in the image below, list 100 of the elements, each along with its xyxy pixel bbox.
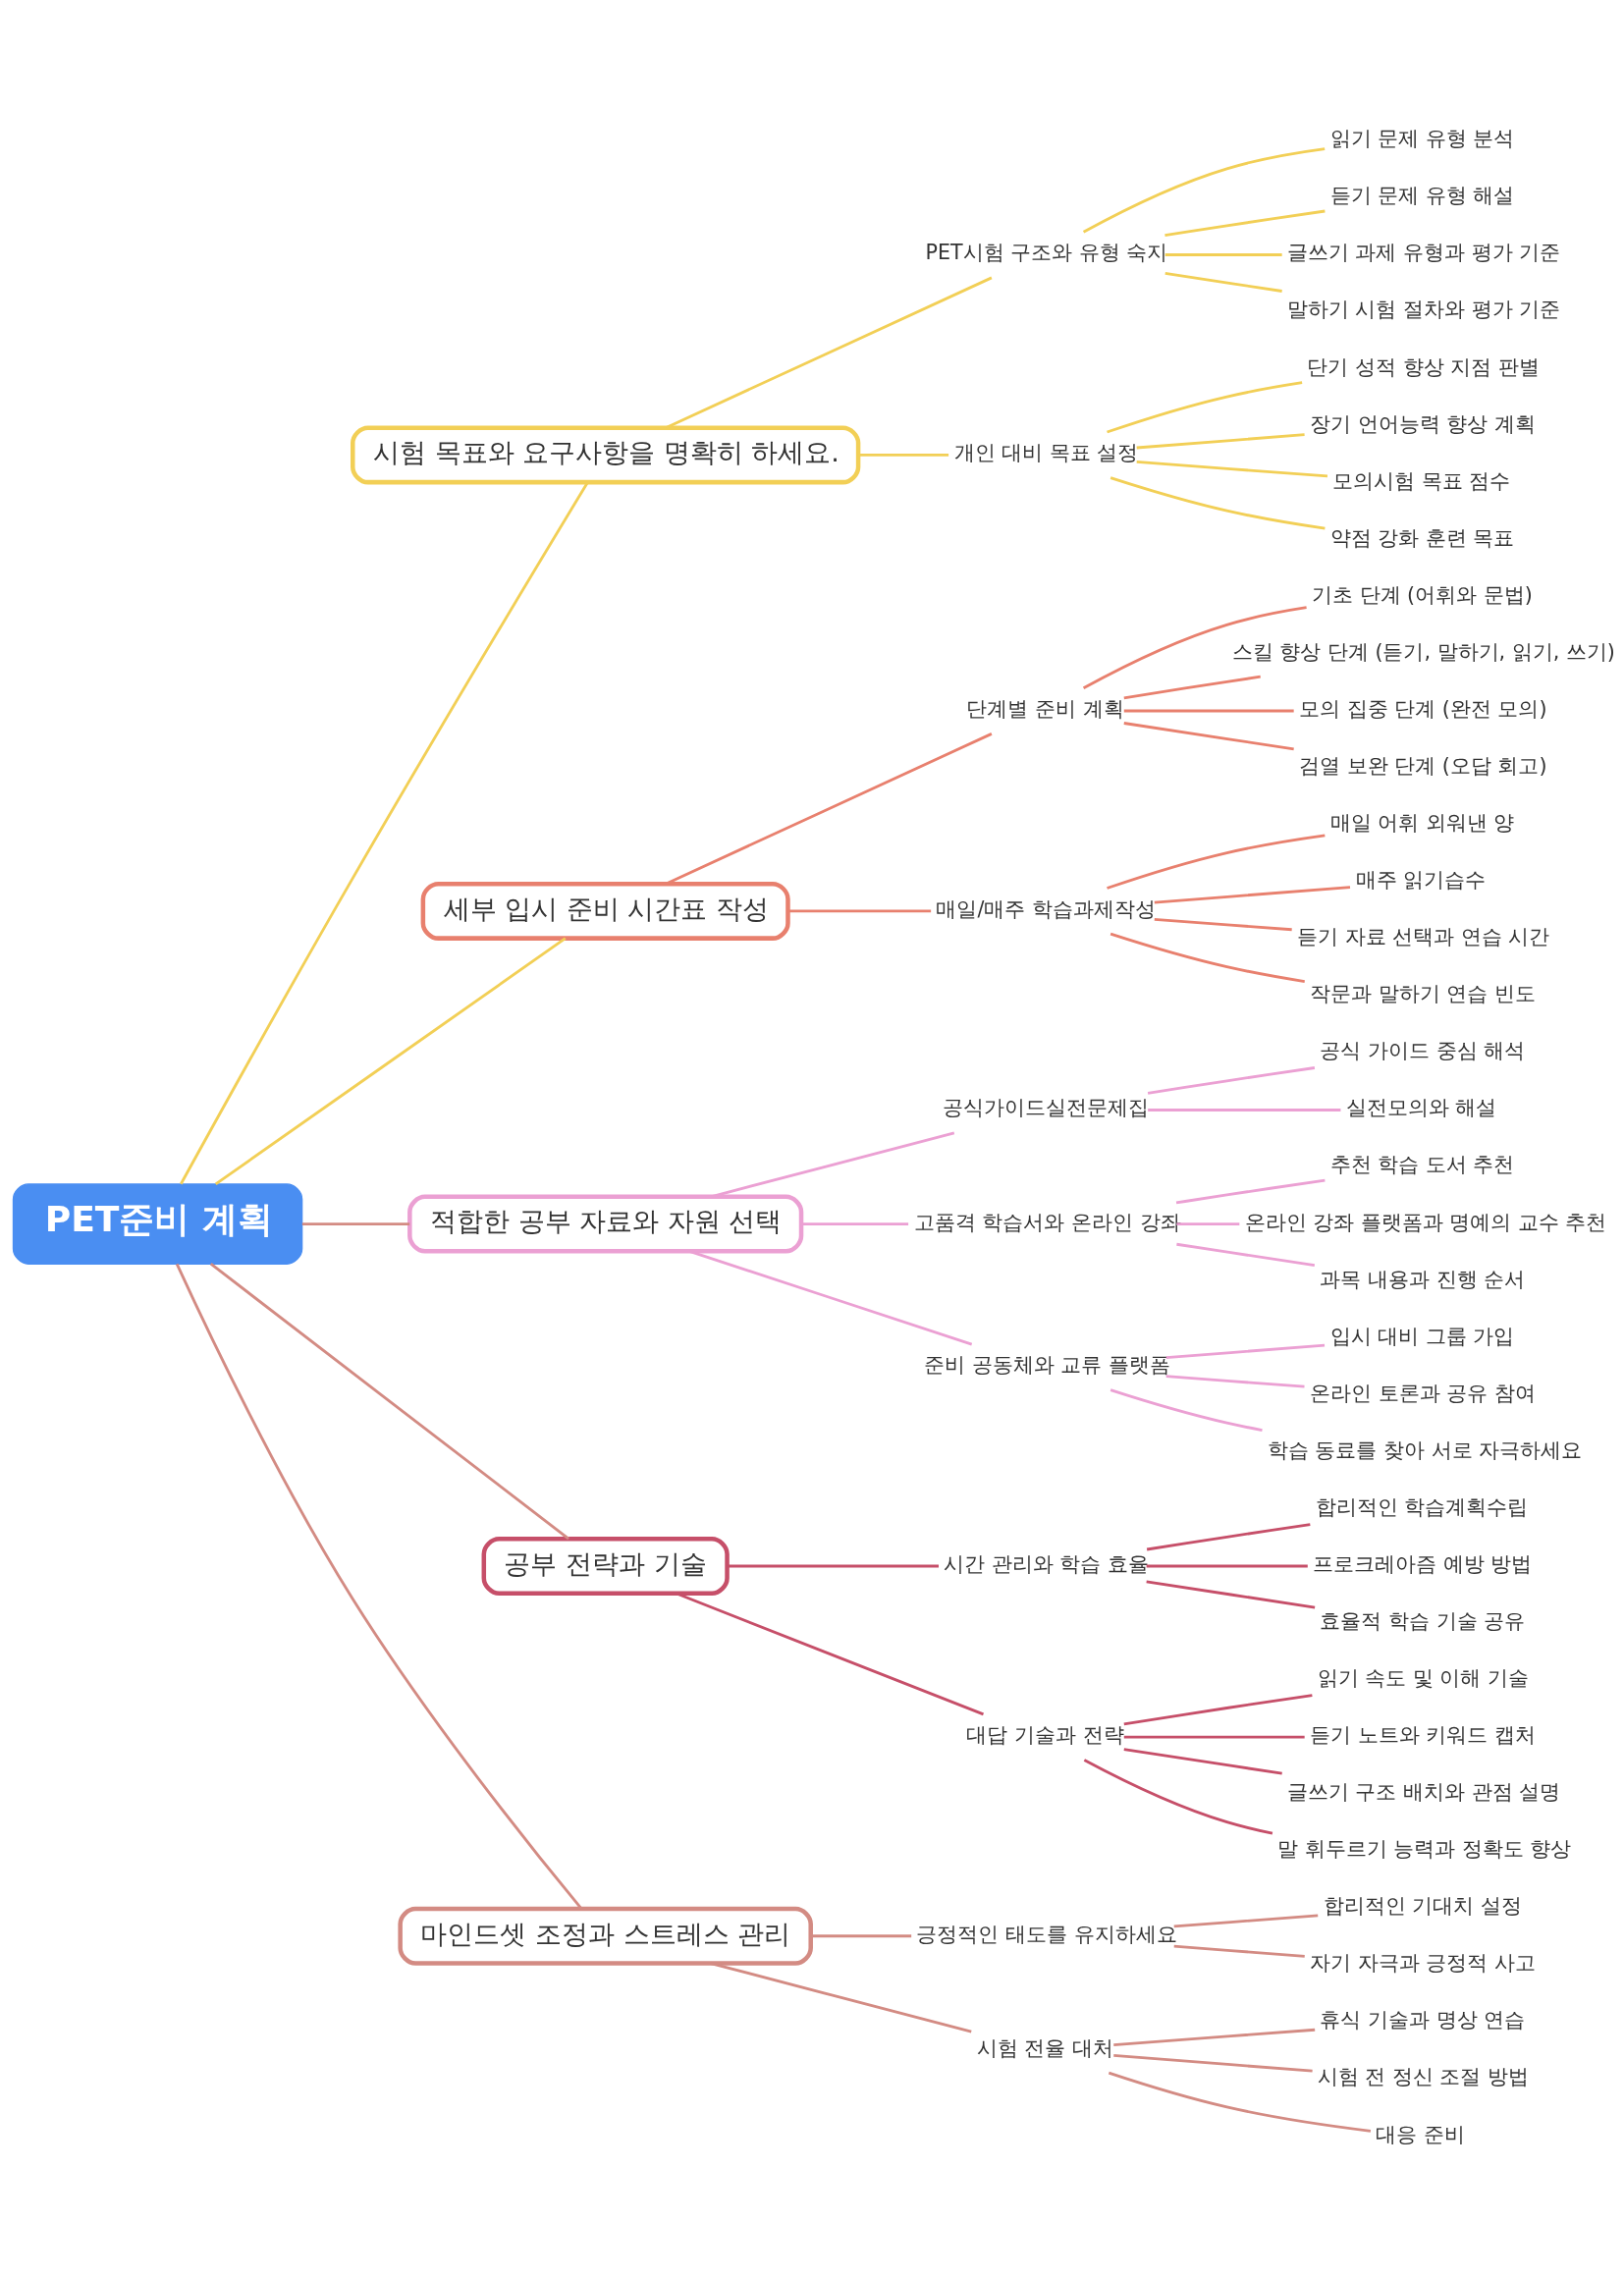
node-text: 공식 가이드 중심 해석 — [1320, 1039, 1526, 1063]
connector — [1176, 1242, 1316, 1268]
node-text: 대답 기술과 전략 — [966, 1723, 1124, 1748]
connector — [727, 1564, 939, 1568]
node-text: 스킬 향상 단계 (듣기, 말하기, 읽기, 쓰기) — [1231, 639, 1615, 664]
connector — [1123, 1735, 1305, 1739]
connector — [1113, 2054, 1313, 2073]
node-text: 시간 관리와 학습 효율 — [944, 1551, 1149, 1576]
connector — [1173, 1944, 1305, 1958]
node-text: 합리적인 학습계획수립 — [1315, 1494, 1529, 1519]
connector — [1165, 1375, 1305, 1388]
node-text: 검열 보완 단계 (오답 회고) — [1299, 753, 1547, 778]
node-text: PET시험 구조와 유형 숙지 — [925, 241, 1168, 265]
node-text: 단기 성적 향상 지점 판별 — [1307, 354, 1540, 379]
connector — [1146, 1580, 1316, 1609]
node-text: 과목 내용과 진행 순서 — [1320, 1267, 1526, 1291]
connector — [214, 937, 567, 1186]
connector — [1175, 1178, 1326, 1205]
node-box: 시험 목표와 요구사항을 명확히 하세요. — [351, 425, 861, 485]
node-text: 실전모의와 해설 — [1345, 1096, 1497, 1120]
node-text: 추천 학습 도서 추천 — [1329, 1153, 1515, 1177]
connector — [1082, 606, 1307, 689]
connector — [1110, 932, 1305, 983]
node-box: 공부 전략과 기술 — [481, 1537, 730, 1596]
connector — [1123, 1748, 1282, 1775]
connector — [180, 481, 589, 1185]
connector — [1147, 1066, 1316, 1095]
node-text: 시험 전 정신 조절 방법 — [1317, 2065, 1530, 2089]
node-text: 글쓰기 과제 유형과 평가 기준 — [1286, 241, 1561, 265]
connector — [710, 1962, 972, 2033]
connector — [1107, 834, 1326, 890]
node-text: 휴식 기술과 명상 연습 — [1320, 2008, 1526, 2033]
connector — [676, 1592, 985, 1716]
node-text: 대응 준비 — [1376, 2122, 1465, 2146]
node-text: 약점 강화 훈련 목표 — [1329, 525, 1515, 550]
node-text: 듣기 노트와 키워드 캡처 — [1310, 1723, 1536, 1748]
node-text: 준비 공동체와 교류 플랫폼 — [924, 1353, 1170, 1378]
node-text: 모의 집중 단계 (완전 모의) — [1299, 696, 1547, 721]
node-text: 합리적인 기대치 설정 — [1323, 1894, 1522, 1919]
node-text: 입시 대비 그룹 가입 — [1329, 1324, 1515, 1348]
connector — [1164, 209, 1326, 238]
connector — [1113, 2028, 1316, 2046]
node-text: 글쓰기 구조 배치와 관점 설명 — [1286, 1780, 1561, 1805]
connector — [1123, 709, 1294, 713]
connector — [1107, 381, 1303, 434]
connector — [1110, 476, 1326, 530]
node-box: PET준비 계획 — [12, 1183, 303, 1265]
node-text: 말 휘두르기 능력과 정확도 향상 — [1277, 1837, 1572, 1862]
node-text: 매주 읽기습수 — [1355, 868, 1487, 893]
node-box: 세부 입시 준비 시간표 작성 — [420, 881, 790, 941]
node-text: 매일/매주 학습과제작성 — [936, 896, 1156, 921]
connector — [1123, 675, 1261, 700]
connector — [1148, 1109, 1341, 1111]
node-text: 작문과 말하기 연습 빈도 — [1310, 982, 1536, 1006]
node-text: 읽기 속도 및 이해 기술 — [1317, 1666, 1530, 1691]
node-text: 프로크레아즘 예방 방법 — [1313, 1551, 1533, 1576]
node-text: 고품격 학습서와 온라인 강좌 — [913, 1210, 1181, 1234]
node-text: 듣기 문제 유형 해설 — [1329, 184, 1515, 208]
node-text: 단계별 준비 계획 — [966, 696, 1124, 721]
node-text: 공식가이드실전문제집 — [942, 1096, 1149, 1120]
node-text: 시험 전율 대처 — [976, 2035, 1113, 2060]
node-text: 개인 대비 목표 설정 — [953, 441, 1139, 465]
connector — [301, 1222, 410, 1225]
node-box: 마인드셋 조정과 스트레스 관리 — [398, 1906, 813, 1966]
connector — [710, 1131, 955, 1199]
connector — [1164, 253, 1282, 256]
node-text: 말하기 시험 절차와 평가 기준 — [1286, 298, 1561, 322]
node-text: 온라인 강좌 플랫폼과 명예의 교수 추천 — [1244, 1210, 1607, 1234]
connector — [1123, 722, 1294, 751]
connector — [175, 1263, 583, 1910]
node-text: 장기 언어능력 향상 계획 — [1310, 411, 1536, 436]
node-text: 듣기 자료 선택과 연습 시간 — [1297, 925, 1550, 949]
connector — [688, 1250, 973, 1346]
connector — [209, 1263, 569, 1541]
connector — [1123, 1694, 1313, 1726]
node-box: 적합한 공부 자료와 자원 선택 — [407, 1194, 804, 1254]
connector — [1136, 461, 1328, 478]
node-text: 읽기 문제 유형 분석 — [1329, 127, 1515, 151]
connector — [1146, 1523, 1311, 1551]
connector — [801, 1222, 909, 1225]
node-text: 효율적 학습 기술 공유 — [1320, 1608, 1526, 1633]
connector — [666, 276, 993, 429]
connector — [1110, 1388, 1263, 1432]
node-text: 기초 단계 (어휘와 문법) — [1312, 582, 1533, 607]
connector — [1173, 1914, 1319, 1928]
node-text: 학습 동료를 찾아 서로 자극하세요 — [1267, 1437, 1583, 1462]
connector — [1136, 433, 1305, 450]
connector — [1146, 1564, 1308, 1568]
node-text: 자기 자극과 긍정적 사고 — [1310, 1951, 1536, 1976]
connector — [1082, 147, 1326, 234]
node-text: 매일 어휘 외워낸 양 — [1329, 811, 1515, 836]
connector — [1154, 886, 1351, 904]
connector — [1165, 1343, 1326, 1360]
connector — [788, 909, 932, 913]
node-text: 온라인 토론과 공유 참여 — [1310, 1381, 1536, 1405]
connector — [1108, 2071, 1372, 2133]
node-text: 긍정적인 태도를 유지하세요 — [916, 1922, 1177, 1946]
connector — [1164, 271, 1282, 293]
connector — [1083, 1759, 1273, 1835]
connector — [1154, 917, 1292, 932]
